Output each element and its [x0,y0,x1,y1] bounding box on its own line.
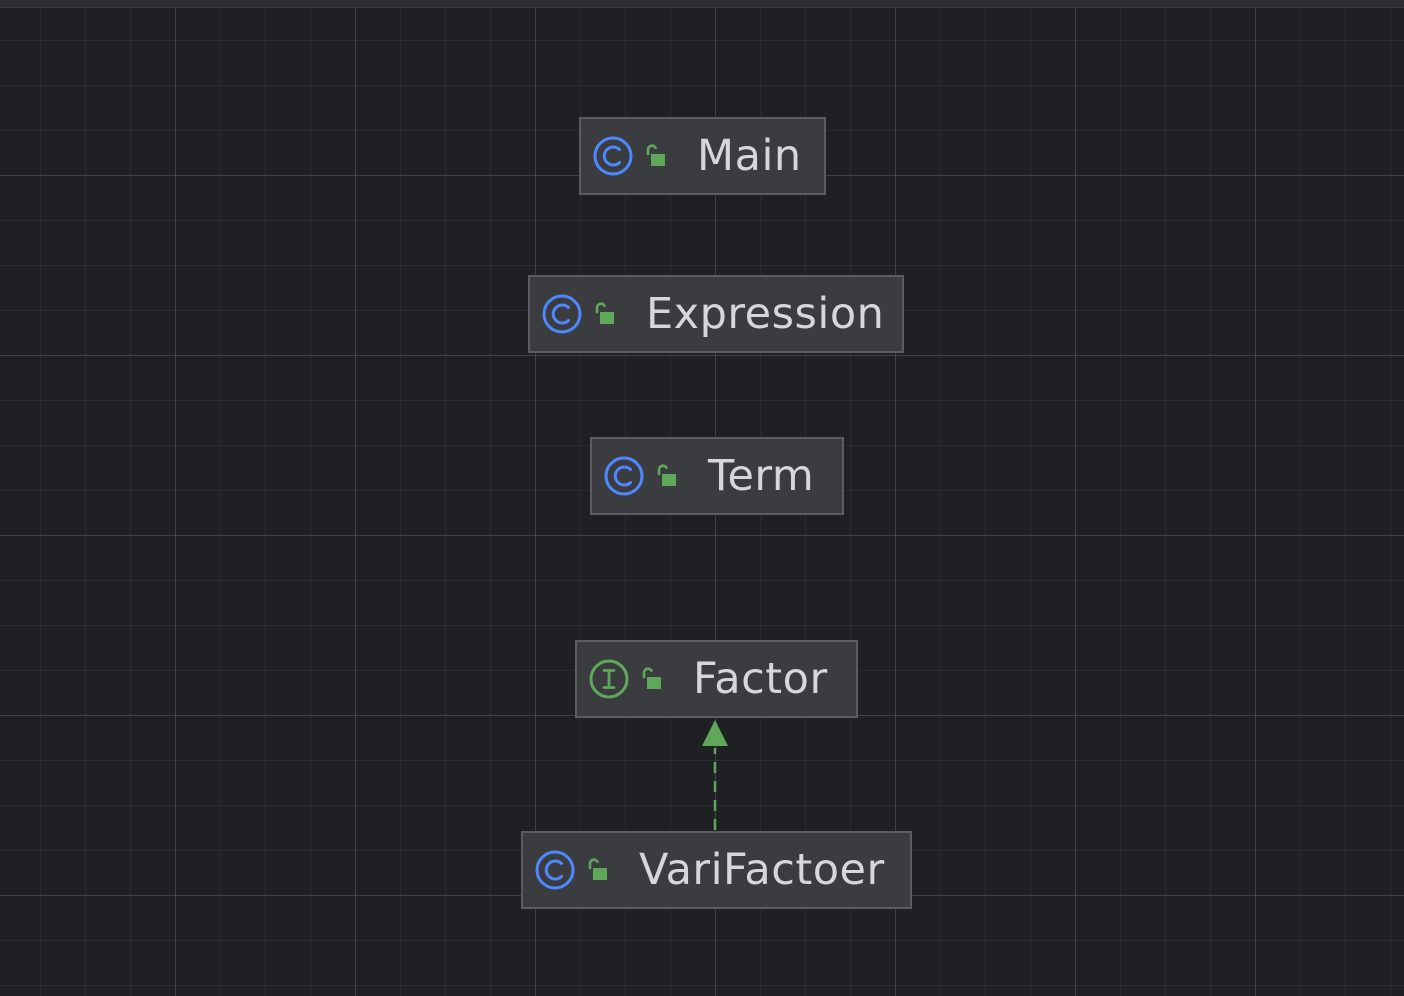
public-visibility-icon [595,302,614,324]
class-node-expression[interactable]: Expression [528,275,904,353]
node-label: Factor [693,653,828,704]
public-visibility-icon [588,858,607,880]
class-icon [542,294,582,334]
node-label: Main [697,130,802,181]
implements-arrowhead [702,720,728,746]
node-label: Term [708,450,815,501]
class-node-term[interactable]: Term [590,437,844,515]
node-label: VariFactoer [639,844,885,895]
public-visibility-icon [646,144,665,166]
class-node-main[interactable]: Main [579,117,826,195]
public-visibility-icon [642,667,661,689]
node-label: Expression [646,288,885,339]
class-icon [604,456,644,496]
editor-top-border [0,0,1404,8]
class-node-varifactoer[interactable]: VariFactoer [521,831,912,909]
public-visibility-icon [657,464,676,486]
class-icon [593,136,633,176]
interface-icon [589,659,629,699]
interface-node-factor[interactable]: Factor [575,640,858,718]
class-icon [535,850,575,890]
